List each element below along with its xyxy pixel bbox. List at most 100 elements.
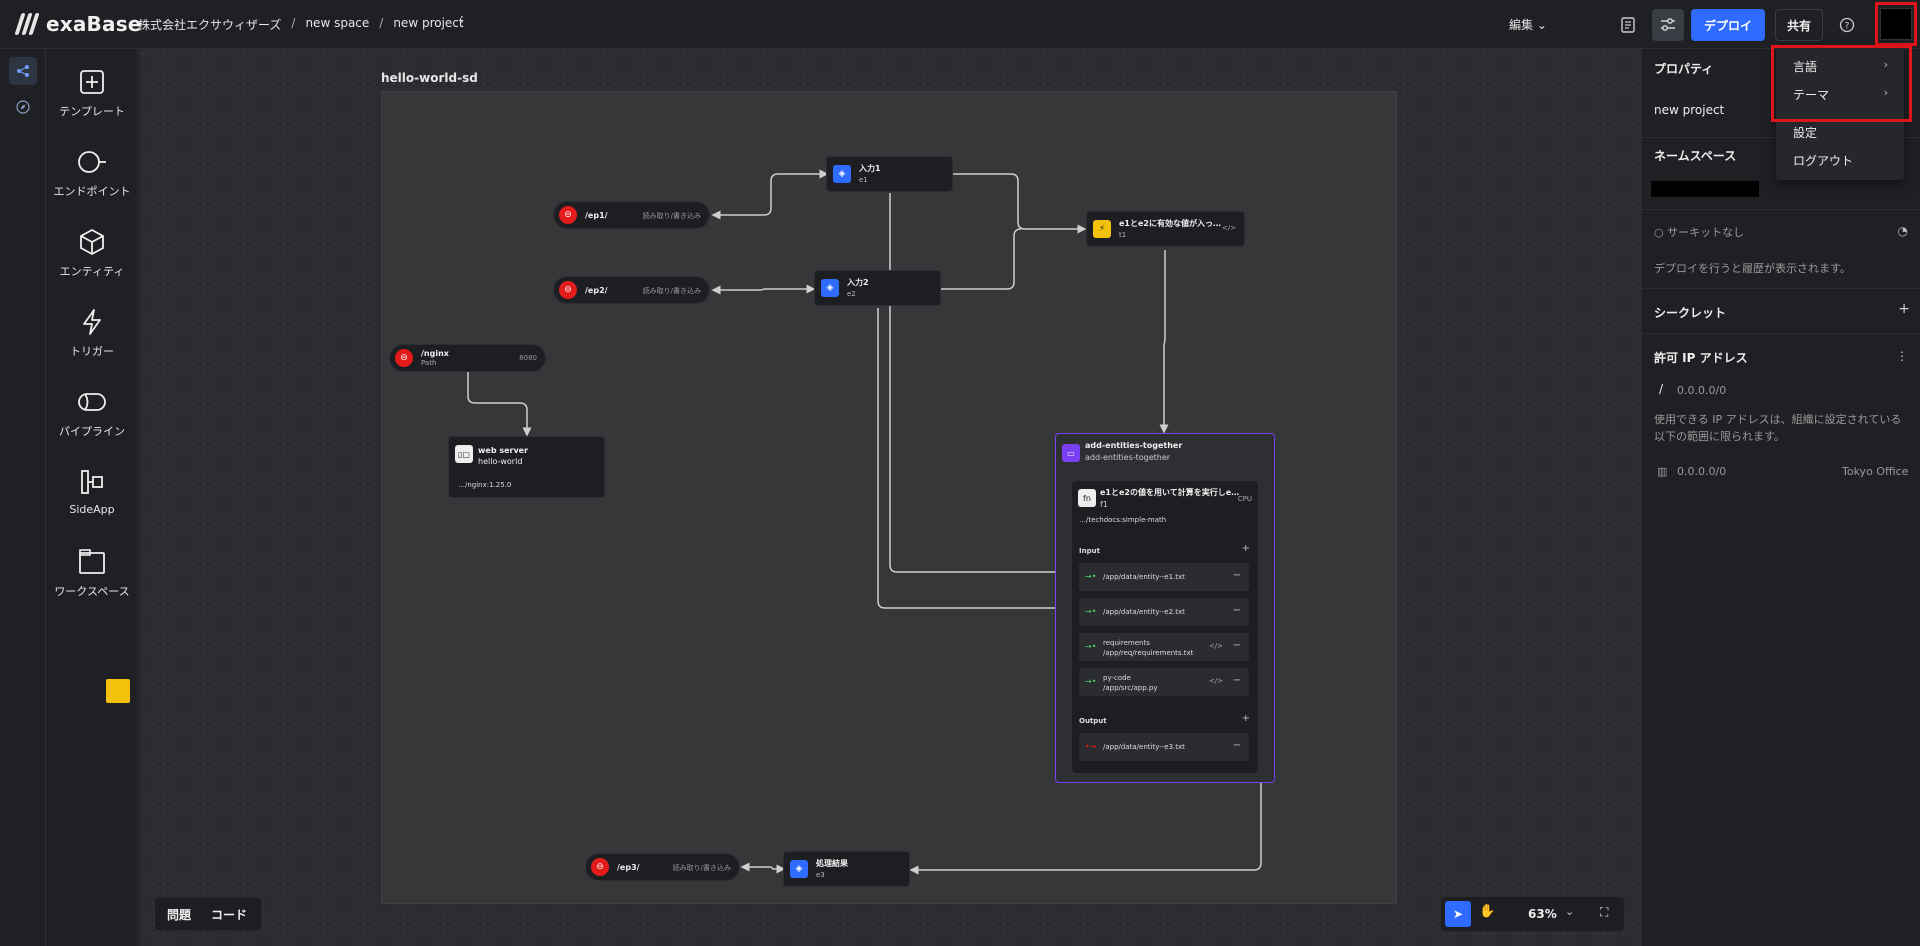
trigger-node[interactable]: ⚡ e1とe2に有効な値が入っ…t1 </>: [1086, 211, 1245, 247]
remove-port-icon[interactable]: −: [1232, 605, 1241, 616]
palette-template[interactable]: テンプレート: [46, 67, 138, 119]
input-port[interactable]: →• py-code/app/src/app.py </> −: [1079, 668, 1249, 696]
endpoint-node[interactable]: ⊖ /ep2/ 読み取り/書き込み: [553, 276, 710, 304]
add-input-icon[interactable]: +: [1241, 543, 1250, 554]
more-options-icon[interactable]: ⋮: [455, 14, 469, 30]
pipeline-label: add-entities-together add-entities-togeth…: [1085, 440, 1182, 464]
palette-trigger[interactable]: トリガー: [46, 307, 138, 359]
code-icon[interactable]: </>: [1221, 224, 1236, 232]
entity-id: e3: [816, 870, 825, 879]
port-file: /app/req/requirements.txt: [1103, 649, 1194, 657]
input-port[interactable]: →• /app/data/entity--e2.txt −: [1079, 598, 1249, 626]
code-icon[interactable]: </>: [1208, 677, 1223, 685]
palette-pipeline[interactable]: パイプライン: [46, 387, 138, 439]
sticky-note-icon[interactable]: [106, 679, 130, 703]
issues-tab[interactable]: 問題: [167, 907, 192, 922]
endpoint-icon: ⊖: [591, 858, 609, 876]
menu-item-settings[interactable]: 設定: [1793, 126, 1818, 140]
share-button[interactable]: 共有: [1775, 9, 1823, 41]
cube-icon: ◈: [833, 165, 851, 183]
diagram-view-icon[interactable]: [9, 57, 37, 85]
zoom-level[interactable]: 63%: [1528, 907, 1557, 921]
input-section-label: Input: [1079, 547, 1100, 555]
hand-tool-icon[interactable]: ✋: [1479, 904, 1496, 919]
endpoint-icon: ⊖: [559, 281, 577, 299]
project-name[interactable]: new project: [1654, 103, 1725, 117]
input-port[interactable]: →• requirements/app/req/requirements.txt…: [1079, 633, 1249, 661]
function-node[interactable]: fn e1とe2の値を用いて計算を実行しe…f1 CPU …/techdocs:…: [1072, 481, 1258, 773]
palette-workspace[interactable]: ワークスペース: [46, 547, 138, 599]
chevron-right-icon: ›: [1883, 86, 1888, 99]
chevron-down-icon[interactable]: ⌄: [1565, 905, 1575, 918]
remove-port-icon[interactable]: −: [1232, 570, 1241, 581]
code-tab[interactable]: コード: [211, 907, 248, 922]
add-output-icon[interactable]: +: [1241, 713, 1250, 724]
add-secret-icon[interactable]: +: [1898, 301, 1910, 317]
app-logo[interactable]: exaBase: [14, 12, 142, 36]
menu-item-theme[interactable]: テーマ: [1793, 88, 1830, 102]
palette-endpoint[interactable]: エンドポイント: [46, 147, 138, 199]
endpoint-name: /ep3/: [617, 862, 640, 872]
cube-icon: ◈: [790, 860, 808, 878]
port-path: /app/data/entity--e1.txt: [1103, 573, 1185, 581]
ip-slash: /: [1659, 382, 1664, 396]
ip-note: 使用できる IP アドレスは、組織に設定されている以下の範囲に限られます。: [1654, 413, 1902, 443]
port-name: py-code: [1103, 674, 1131, 682]
output-port[interactable]: •→ /app/data/entity--e3.txt −: [1079, 733, 1249, 761]
palette-sideapp[interactable]: SideApp: [46, 467, 138, 516]
menu-item-logout[interactable]: ログアウト: [1793, 154, 1854, 168]
pipeline-sub: add-entities-together: [1085, 453, 1171, 462]
tune-settings-icon[interactable]: [1652, 9, 1684, 41]
entity-name: 処理結果: [816, 858, 848, 868]
remove-port-icon[interactable]: −: [1232, 740, 1241, 751]
fullscreen-icon[interactable]: ⛶: [1600, 905, 1609, 919]
port-path: /app/data/entity--e2.txt: [1103, 608, 1185, 616]
endpoint-node[interactable]: ⊖ /ep3/ 読み取り/書き込み: [585, 853, 740, 881]
input-arrow-icon: →•: [1085, 607, 1097, 616]
code-icon[interactable]: </>: [1208, 642, 1223, 650]
pointer-tool-icon[interactable]: ➤: [1445, 901, 1471, 927]
canvas-toolbar: ➤ ✋ 63% ⌄ ⛶: [1441, 897, 1624, 931]
deploy-button[interactable]: デプロイ: [1691, 9, 1765, 41]
palette-label: SideApp: [69, 503, 115, 516]
entity-node[interactable]: ◈ 処理結果 e3: [783, 851, 910, 887]
trigger-name: e1とe2に有効な値が入っ…: [1119, 218, 1221, 228]
breadcrumb-project[interactable]: new project: [393, 16, 464, 30]
more-options-icon[interactable]: ⋮: [1896, 349, 1908, 363]
menu-item-language[interactable]: 言語: [1793, 60, 1818, 74]
highlight-box: [1771, 45, 1912, 122]
pipe-icon: ▭: [1062, 444, 1080, 462]
palette-entity[interactable]: エンティティ: [46, 227, 138, 279]
compass-icon[interactable]: [9, 93, 37, 121]
ip-value: 0.0.0.0/0: [1677, 384, 1727, 397]
remove-port-icon[interactable]: −: [1232, 675, 1241, 686]
help-icon[interactable]: ?: [1831, 9, 1863, 41]
remove-port-icon[interactable]: −: [1232, 640, 1241, 651]
lightning-icon: ⚡: [1093, 220, 1111, 238]
lightning-icon: [77, 307, 107, 337]
input-port[interactable]: →• /app/data/entity--e1.txt −: [1079, 563, 1249, 591]
palette-label: エンティティ: [59, 265, 125, 278]
pipeline-title: add-entities-together: [1085, 441, 1183, 450]
plus-square-icon: [77, 67, 107, 97]
port-path: requirements/app/req/requirements.txt: [1103, 638, 1193, 658]
speedometer-icon[interactable]: ◔: [1897, 224, 1908, 238]
endpoint-node[interactable]: ⊖ /ep1/ 読み取り/書き込み: [553, 201, 710, 229]
circuit-label: サーキットなし: [1667, 226, 1745, 239]
breadcrumb-separator: /: [291, 16, 296, 30]
document-icon[interactable]: [1612, 9, 1644, 41]
breadcrumb-org[interactable]: 株式会社エクサウィザーズ: [138, 18, 282, 32]
breadcrumb-space[interactable]: new space: [305, 16, 370, 30]
palette-label: エンドポイント: [53, 185, 131, 198]
sideapp-icon: [77, 467, 107, 497]
user-avatar[interactable]: [1880, 8, 1912, 40]
edit-menu-button[interactable]: 編集 ⌄: [1509, 18, 1547, 32]
entity-id: e2: [847, 289, 856, 298]
